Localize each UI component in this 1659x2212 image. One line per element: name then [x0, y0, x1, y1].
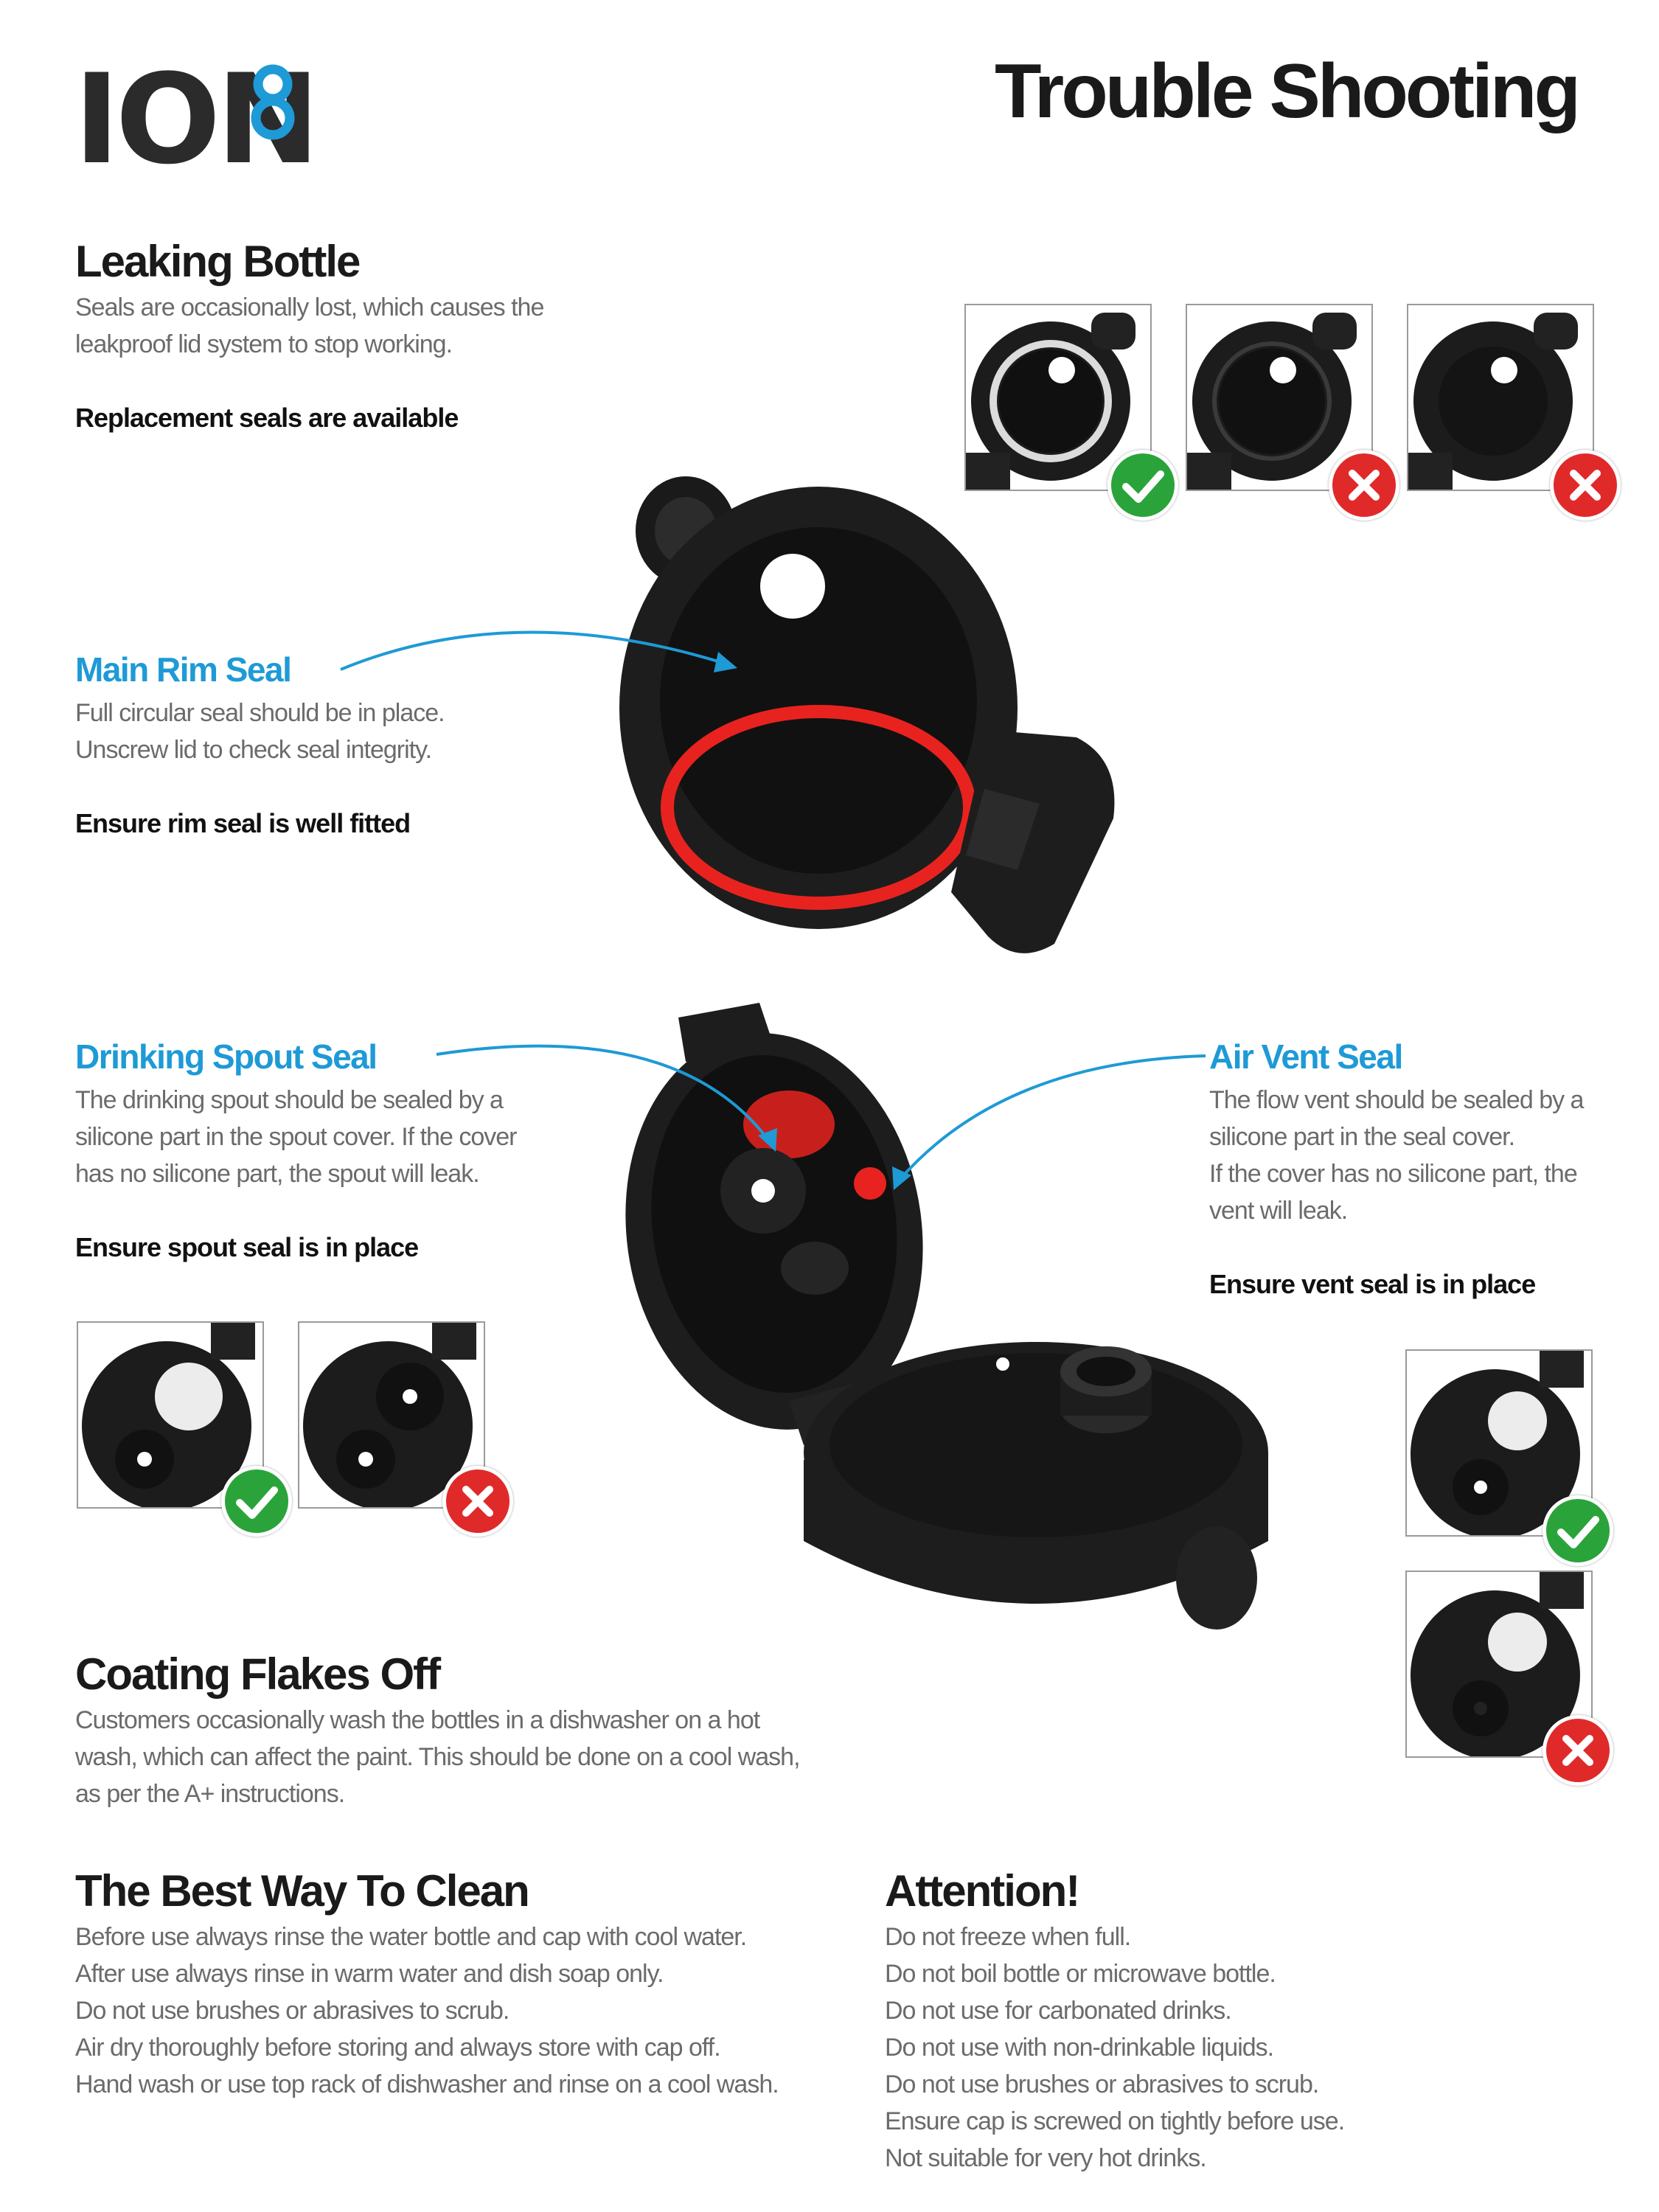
spout-heading: Drinking Spout Seal	[75, 1037, 378, 1076]
lid-rim-seal-illustration	[619, 476, 1115, 953]
attention-section: Attention! Do not freeze when full. Do n…	[885, 1866, 1345, 2177]
vent-note: Ensure vent seal is in place	[1209, 1268, 1536, 1299]
clean-section: The Best Way To Clean Before use always …	[75, 1867, 779, 2103]
main-rim-heading: Main Rim Seal	[75, 650, 292, 689]
main-rim-text: Full circular seal should be in place. U…	[75, 698, 445, 764]
coating-section: Coating Flakes Off Customers occasionall…	[75, 1649, 801, 1812]
cross-icon	[1543, 1715, 1613, 1786]
spout-text: The drinking spout should be sealed by a…	[75, 1085, 517, 1188]
spout-section: Drinking Spout Seal The drinking spout s…	[75, 1037, 517, 1263]
check-icon	[1107, 450, 1178, 521]
leaking-heading: Leaking Bottle	[75, 237, 361, 286]
spout-pointer-arrow	[436, 1044, 777, 1152]
main-rim-section: Main Rim Seal Full circular seal should …	[75, 651, 445, 839]
coating-text: Customers occasionally wash the bottles …	[75, 1706, 801, 1808]
leaking-note: Replacement seals are available	[75, 403, 459, 433]
vent-heading: Air Vent Seal	[1209, 1037, 1403, 1076]
attention-text: Do not freeze when full. Do not boil bot…	[885, 1923, 1345, 2172]
clean-heading: The Best Way To Clean	[75, 1866, 530, 1916]
leaking-text: Seals are occasionally lost, which cause…	[75, 293, 544, 358]
vent-pointer-arrow	[892, 1054, 1206, 1190]
logo-text: ION	[74, 47, 320, 192]
cross-icon	[442, 1466, 513, 1537]
vent-section: Air Vent Seal The flow vent should be se…	[1209, 1037, 1584, 1300]
clean-text: Before use always rinse the water bottle…	[75, 1923, 779, 2098]
cross-icon	[1329, 450, 1399, 521]
rim-seal-missing-photo-2	[1407, 304, 1594, 491]
spout-seal-missing-photo	[298, 1321, 485, 1509]
brand-logo: ION	[74, 58, 320, 181]
open-lid-illustration	[625, 1003, 1268, 1630]
coating-heading: Coating Flakes Off	[75, 1649, 441, 1699]
attention-heading: Attention!	[885, 1866, 1080, 1916]
cross-icon	[1550, 450, 1621, 521]
check-icon	[1543, 1495, 1613, 1566]
spout-seal-correct-photo	[77, 1321, 264, 1509]
page-title: Trouble Shooting	[994, 49, 1581, 134]
check-icon	[221, 1466, 292, 1537]
leaking-section: Leaking Bottle Seals are occasionally lo…	[75, 237, 544, 434]
main-rim-pointer-arrow	[340, 630, 737, 672]
logo-eight-icon	[251, 64, 295, 140]
rim-seal-correct-photo	[964, 304, 1152, 491]
main-rim-note: Ensure rim seal is well fitted	[75, 807, 411, 838]
spout-note: Ensure spout seal is in place	[75, 1231, 419, 1262]
vent-text: The flow vent should be sealed by a sili…	[1209, 1085, 1584, 1225]
